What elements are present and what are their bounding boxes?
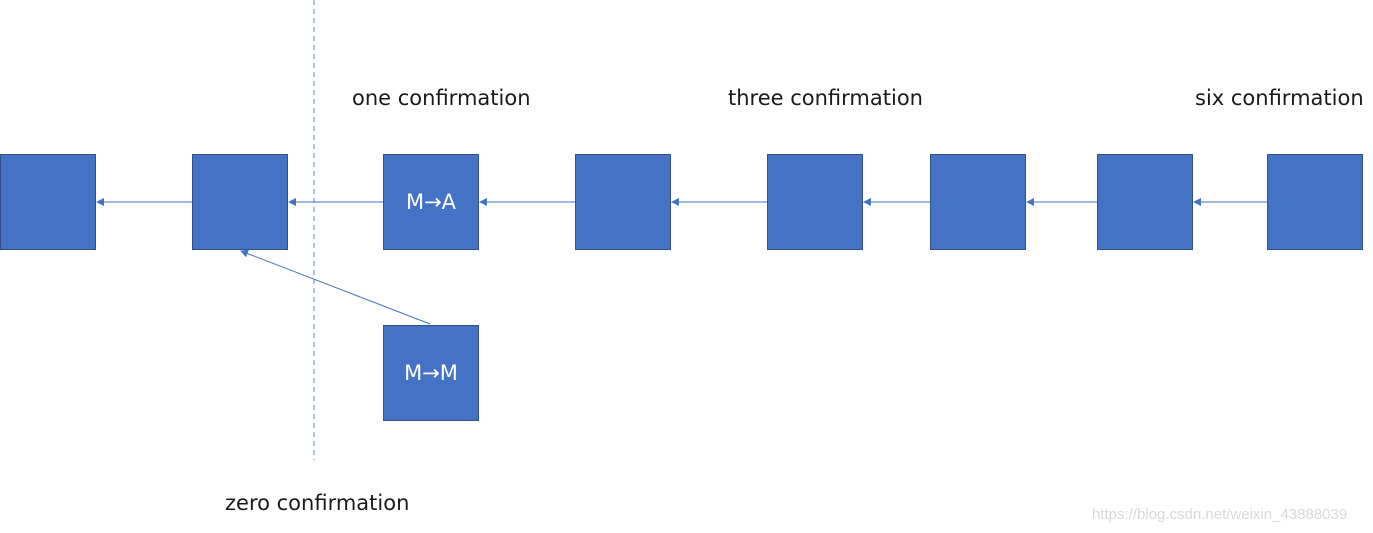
block-6 <box>930 154 1026 250</box>
block-3: M→A <box>383 154 479 250</box>
fork-block: M→M <box>383 325 479 421</box>
label-one-confirmation: one confirmation <box>352 86 531 110</box>
block-5 <box>767 154 863 250</box>
label-three-confirmation: three confirmation <box>728 86 923 110</box>
label-zero-confirmation: zero confirmation <box>225 491 410 515</box>
block-1 <box>0 154 96 250</box>
label-six-confirmation: six confirmation <box>1195 86 1364 110</box>
block-7 <box>1097 154 1193 250</box>
block-2 <box>192 154 288 250</box>
block-8 <box>1267 154 1363 250</box>
block-4 <box>575 154 671 250</box>
arrow-fork-to-b2 <box>240 249 431 325</box>
watermark-text: https://blog.csdn.net/weixin_43888039 <box>1092 506 1348 523</box>
